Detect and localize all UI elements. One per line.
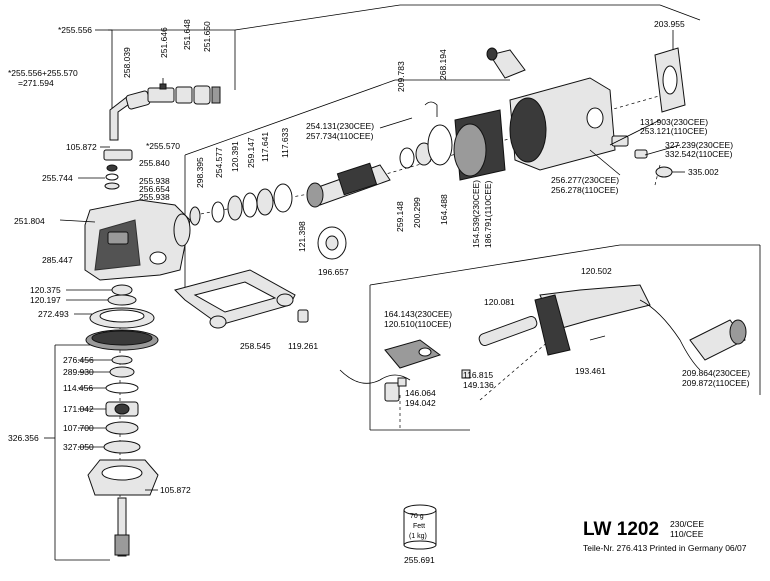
label-254131: 254.131(230CEE) <box>306 121 374 131</box>
label-327050: 327.050 <box>63 442 94 452</box>
label-203955: 203.955 <box>654 19 685 29</box>
label-276456: 276.456 <box>63 355 94 365</box>
armature-and-gears <box>189 101 453 260</box>
model-title: LW 1202 <box>583 519 659 540</box>
label-289930: 289.930 <box>63 367 94 377</box>
label-117633: 117.633 <box>280 128 290 158</box>
label-171042: 171.042 <box>63 404 94 414</box>
label-255556-sum: *255.556+255.570 <box>8 68 78 78</box>
power-cord <box>639 299 747 371</box>
label-154539: 154.539(230CEE) <box>471 180 481 248</box>
label-120502: 120.502 <box>581 266 612 276</box>
label-251650: 251.650 <box>202 21 212 52</box>
label-186791: 186.791(110CEE) <box>483 180 493 248</box>
model-voltage-110: 110/CEE <box>670 529 704 539</box>
label-258039: 258.039 <box>122 47 132 78</box>
label-194042: 194.042 <box>405 398 436 408</box>
label-268194: 268.194 <box>438 49 448 80</box>
label-200299: 200.299 <box>412 197 422 228</box>
label-285447: 285.447 <box>42 255 73 265</box>
label-209783: 209.783 <box>396 61 406 92</box>
label-257734: 257.734(110CEE) <box>306 131 374 141</box>
label-272493: 272.493 <box>38 309 69 319</box>
label-119261: 119.261 <box>288 341 318 351</box>
label-193461: 193.461 <box>575 366 606 376</box>
label-164143: 164.143(230CEE) <box>384 309 452 319</box>
label-255938-a: 255.938 <box>139 176 170 186</box>
label-255938-b: 255.938 <box>139 192 170 202</box>
footer-part-number: Teile-Nr. 276.413 Printed in Germany 06/… <box>583 543 747 553</box>
label-255744: 255.744 <box>42 173 73 183</box>
label-254577: 254.577 <box>214 147 224 178</box>
gear-head-housing <box>59 199 191 281</box>
model-voltage-230: 230/CEE <box>670 519 704 529</box>
label-255840: 255.840 <box>139 158 170 168</box>
side-handle-bracket <box>174 269 309 329</box>
label-105872-top: 105.872 <box>66 142 97 152</box>
gasket-plate <box>654 30 686 113</box>
grease-tin <box>403 504 437 550</box>
label-120197: 120.197 <box>30 295 61 305</box>
label-253121: 253.121(110CEE) <box>640 126 708 136</box>
grease-amount: (1 kg) <box>409 533 427 540</box>
label-105872-bottom: 105.872 <box>160 485 191 495</box>
label-271594: =271.594 <box>18 78 54 88</box>
label-256278: 256.278(110CEE) <box>551 185 619 195</box>
label-255556: *255.556 <box>58 25 92 35</box>
label-251804: 251.804 <box>14 216 45 226</box>
handle-frame-top <box>369 244 621 286</box>
label-251646: 251.646 <box>159 27 169 58</box>
label-146064: 146.064 <box>405 388 436 398</box>
label-255570: *255.570 <box>146 141 180 151</box>
label-327239: 327.239(230CEE) <box>665 140 733 150</box>
label-131903: 131.903(230CEE) <box>640 117 708 127</box>
label-256654: 256.654 <box>139 184 170 194</box>
label-120391: 120.391 <box>230 141 240 172</box>
spindle-stack <box>85 284 159 557</box>
label-120375: 120.375 <box>30 285 61 295</box>
grease-part-number: 255.691 <box>404 555 435 565</box>
label-120081: 120.081 <box>484 297 515 307</box>
label-196657: 196.657 <box>318 267 349 277</box>
grease-weight: 70 g <box>410 513 424 520</box>
brush-holders <box>611 135 673 178</box>
label-298395: 298.395 <box>195 157 205 188</box>
label-164488: 164.488 <box>439 194 449 225</box>
label-116815: 116.815 <box>463 370 493 380</box>
label-251648: 251.648 <box>182 19 192 50</box>
label-120510: 120.510(110CEE) <box>384 319 452 329</box>
label-332542: 332.542(110CEE) <box>665 149 733 159</box>
label-209864: 209.864(230CEE) <box>682 368 750 378</box>
label-326356: 326.356 <box>8 433 39 443</box>
label-107700: 107.700 <box>63 423 94 433</box>
label-258545: 258.545 <box>240 341 271 351</box>
label-335002: 335.002 <box>688 167 719 177</box>
label-256277: 256.277(230CEE) <box>551 175 619 185</box>
handle-assembly <box>339 284 651 402</box>
label-259148: 259.148 <box>395 201 405 232</box>
grease-name: Fett <box>413 523 425 530</box>
hose-connector-assembly <box>103 78 221 190</box>
label-114456: 114.456 <box>63 383 93 393</box>
bracket-line <box>108 29 113 115</box>
label-149136: 149.136 <box>463 380 494 390</box>
label-259147: 259.147 <box>246 137 256 168</box>
label-121398: 121.398 <box>297 221 307 252</box>
part-labels: *255.556 *255.556+255.570 =271.594 258.0… <box>8 19 750 495</box>
motor-housing <box>453 47 616 181</box>
label-209872: 209.872(110CEE) <box>682 378 750 388</box>
label-117641: 117.641 <box>260 132 270 162</box>
upper-frame-line <box>184 79 396 156</box>
